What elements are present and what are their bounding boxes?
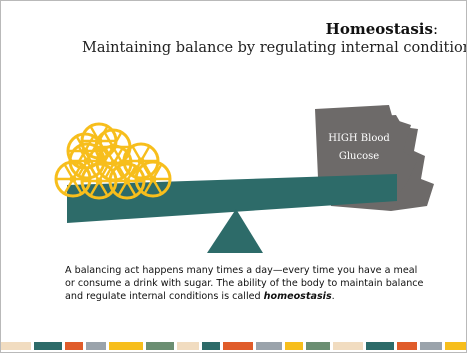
caption-end: . — [331, 291, 335, 302]
stripe-segment — [86, 342, 106, 350]
insulin-wheel — [66, 132, 104, 170]
glucose-label-line2: Glucose — [339, 151, 379, 162]
stripe-segment — [285, 342, 303, 350]
stripe-segment — [366, 342, 394, 350]
caption-term: homeostasis — [263, 291, 332, 302]
title-term: Homeostasis — [325, 20, 433, 38]
stripe-segment — [420, 342, 442, 350]
decorative-stripe-bar — [1, 342, 466, 350]
stripe-segment — [397, 342, 417, 350]
stripe-segment — [177, 342, 199, 350]
balance-fulcrum — [207, 209, 263, 253]
caption-paragraph: A balancing act happens many times a day… — [65, 264, 425, 303]
stripe-segment — [223, 342, 253, 350]
insulin-wheel — [134, 160, 172, 198]
stripe-segment — [146, 342, 174, 350]
stripe-segment — [256, 342, 282, 350]
stripe-segment — [1, 342, 31, 350]
title-colon: : — [432, 20, 438, 38]
stripe-segment — [333, 342, 363, 350]
insulin-wheel — [108, 162, 146, 200]
insulin-wheel — [94, 128, 132, 166]
stripe-segment — [202, 342, 220, 350]
page-title: Homeostasis: — [326, 20, 438, 38]
caption-text: A balancing act happens many times a day… — [65, 265, 424, 302]
page-subtitle: Maintaining balance by regulating intern… — [82, 40, 467, 56]
insulin-wheel-pile — [54, 122, 172, 200]
stripe-segment — [109, 342, 143, 350]
stripe-segment — [306, 342, 330, 350]
stripe-segment — [34, 342, 62, 350]
stripe-segment — [445, 342, 466, 350]
stripe-segment — [65, 342, 83, 350]
glucose-label-line1: HIGH Blood — [328, 133, 390, 144]
